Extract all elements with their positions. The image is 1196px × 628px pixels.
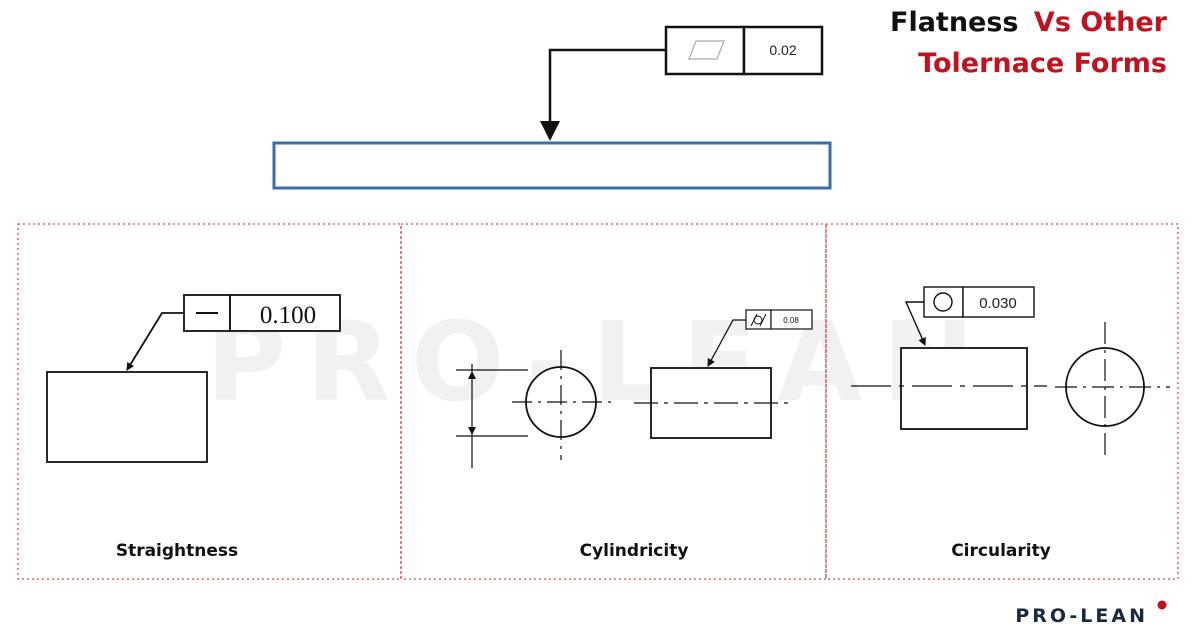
cylindricity-value: 0.08: [783, 316, 799, 325]
cylinder-icon: [750, 313, 767, 327]
title-vs-other: Vs Other: [1034, 7, 1168, 38]
circularity-part: [900, 347, 1028, 430]
flat-surface-bar: [272, 141, 832, 190]
pro-lean-logo: PRO-LEAN: [1015, 600, 1167, 627]
title-tolerance-forms: Tolernace Forms: [918, 48, 1167, 79]
straightness-part: [46, 371, 208, 463]
straightness-diagram: 0.100 Straightness: [46, 294, 341, 561]
flatness-leader-arrow: [540, 48, 666, 141]
arrowhead-icon: [540, 121, 560, 141]
circularity-value: 0.030: [979, 295, 1017, 312]
cylinder-side-view: [650, 367, 772, 439]
panel-circularity: [825, 223, 1179, 580]
panel-straightness: [17, 223, 402, 580]
tolerance-panels: [17, 223, 1179, 580]
page-title: Flatness Vs Other Tolernace Forms: [890, 7, 1168, 79]
flatness-control-frame: 0.02: [664, 25, 824, 76]
circularity-diagram: 0.030 Circularity: [851, 286, 1170, 561]
registered-mark-icon: [1157, 600, 1167, 610]
circle-icon: [933, 292, 953, 312]
svg-text:Flatness Vs Other: Flatness Vs Other: [890, 7, 1168, 38]
straightness-label: Straightness: [116, 541, 238, 561]
cylindricity-label: Cylindricity: [580, 541, 689, 561]
flatness-value: 0.02: [769, 42, 796, 58]
title-flatness: Flatness: [890, 7, 1019, 38]
circularity-label: Circularity: [951, 541, 1051, 561]
cylindricity-diagram: 0.08 Cylindricity: [456, 309, 813, 561]
straightness-value: 0.100: [260, 302, 316, 329]
logo-text: PRO-LEAN: [1015, 605, 1148, 627]
parallelogram-icon: [688, 40, 725, 60]
